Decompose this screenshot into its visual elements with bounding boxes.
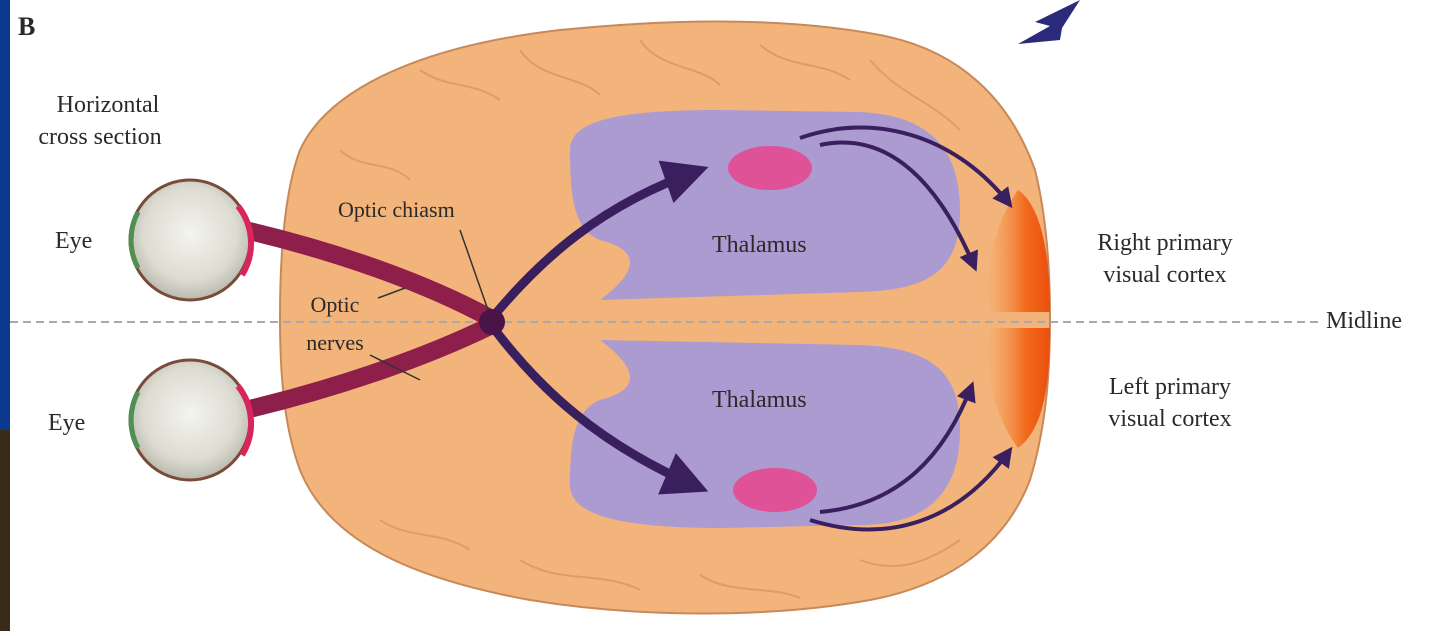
label-left-cortex-line1: Left primary xyxy=(1080,372,1260,402)
label-eye-bottom: Eye xyxy=(48,408,85,438)
left-edge-bar-lower xyxy=(0,430,10,631)
section-title-line2: cross section xyxy=(2,122,198,152)
lgn-bottom xyxy=(733,468,817,512)
label-thalamus-top: Thalamus xyxy=(712,230,807,260)
eye-bottom-graphic xyxy=(130,360,251,480)
label-eye-top: Eye xyxy=(55,226,92,256)
label-optic-nerves-line1: Optic xyxy=(290,290,380,320)
label-midline: Midline xyxy=(1326,306,1402,336)
label-optic-chiasm: Optic chiasm xyxy=(338,195,455,225)
section-title-line1: Horizontal xyxy=(18,90,198,120)
label-thalamus-bottom: Thalamus xyxy=(712,385,807,415)
optic-chiasm xyxy=(479,309,505,335)
eye-top-graphic xyxy=(130,180,251,300)
pointer-arrow xyxy=(1018,0,1080,44)
lgn-top xyxy=(728,146,812,190)
panel-letter: B xyxy=(18,12,35,42)
label-right-cortex-line1: Right primary xyxy=(1070,228,1260,258)
label-right-cortex-line2: visual cortex xyxy=(1070,260,1260,290)
label-optic-nerves-line2: nerves xyxy=(290,328,380,358)
label-left-cortex-line2: visual cortex xyxy=(1080,404,1260,434)
